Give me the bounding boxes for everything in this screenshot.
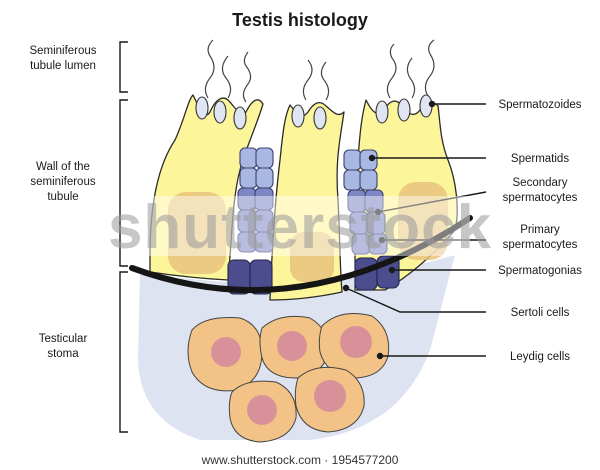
label-secondary-line2: spermatocytes	[503, 192, 578, 204]
watermark-text: shutterstock	[108, 193, 492, 262]
leydig-cell	[259, 315, 329, 379]
left-brackets	[119, 41, 128, 433]
left-labels: Seminiferous tubule lumen Wall of the se…	[29, 45, 96, 360]
label-leydig-cells: Leydig cells	[510, 351, 570, 363]
spermatocytes-left-column	[237, 187, 274, 253]
leydig-cell	[187, 317, 263, 392]
label-spermatogonias: Spermatogonias	[498, 265, 582, 277]
right-labels: Spermatozoides Spermatids Secondary sper…	[498, 99, 582, 363]
footer-credit: www.shutterstock.com · 1954577200	[201, 453, 399, 467]
sertoli-nucleus-middle	[290, 232, 334, 282]
stroma-bracket	[119, 271, 128, 433]
label-primary-line2: spermatocytes	[503, 239, 578, 251]
spermatocytes-right-column	[347, 189, 388, 255]
spermatids-left-column	[239, 147, 274, 189]
label-secondary-line1: Secondary	[513, 177, 568, 189]
wall-bracket	[119, 99, 128, 267]
label-lumen-line1: Seminiferous	[29, 45, 96, 57]
label-wall-line3: tubule	[47, 191, 78, 203]
label-sertoli-cells: Sertoli cells	[511, 307, 570, 319]
lumen-bracket	[119, 41, 128, 93]
sertoli-nucleus-left	[168, 192, 226, 274]
spermatogonias-left	[227, 259, 273, 295]
leydig-cells	[187, 313, 390, 443]
watermark-band	[128, 196, 470, 256]
label-spermatozoides: Spermatozoides	[498, 99, 581, 111]
leydig-cell	[228, 380, 297, 443]
leader-lines	[342, 100, 487, 360]
spermatozoa-heads	[195, 94, 433, 130]
label-lumen-line2: tubule lumen	[30, 60, 96, 72]
footer-band	[0, 448, 600, 470]
label-wall-line2: seminiferous	[30, 176, 95, 188]
label-stroma-line2: stoma	[47, 348, 79, 360]
label-primary-line1: Primary	[520, 224, 560, 236]
page-title: Testis histology	[232, 10, 368, 30]
spermatozoa-tails	[204, 39, 435, 103]
basement-membrane	[129, 215, 473, 294]
label-stroma-line1: Testicular	[39, 333, 88, 345]
leydig-cell	[318, 313, 390, 379]
label-wall-line1: Wall of the	[36, 161, 90, 173]
label-spermatids: Spermatids	[511, 153, 569, 165]
leydig-cell	[294, 366, 365, 433]
